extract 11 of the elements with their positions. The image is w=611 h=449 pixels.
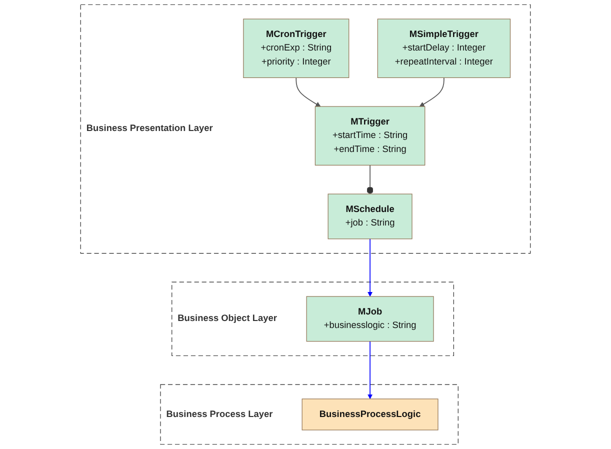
node-box: MCronTrigger +cronExp : String +priority : Integer	[243, 18, 350, 78]
arrow	[296, 77, 321, 107]
node-box: MSchedule +job : String	[328, 194, 412, 240]
node-box: MTrigger +startTime : String +endTime : String	[314, 106, 426, 166]
node-box: MJob +businesslogic : String	[306, 296, 434, 342]
node-box: MSimpleTrigger +startDelay : Integer +repeatInterval : Integer	[377, 18, 511, 78]
arrow	[419, 77, 444, 107]
arrow	[368, 238, 373, 297]
arrow	[368, 340, 373, 400]
connector	[366, 164, 374, 194]
node-box: BusinessProcessLogic	[302, 398, 438, 430]
